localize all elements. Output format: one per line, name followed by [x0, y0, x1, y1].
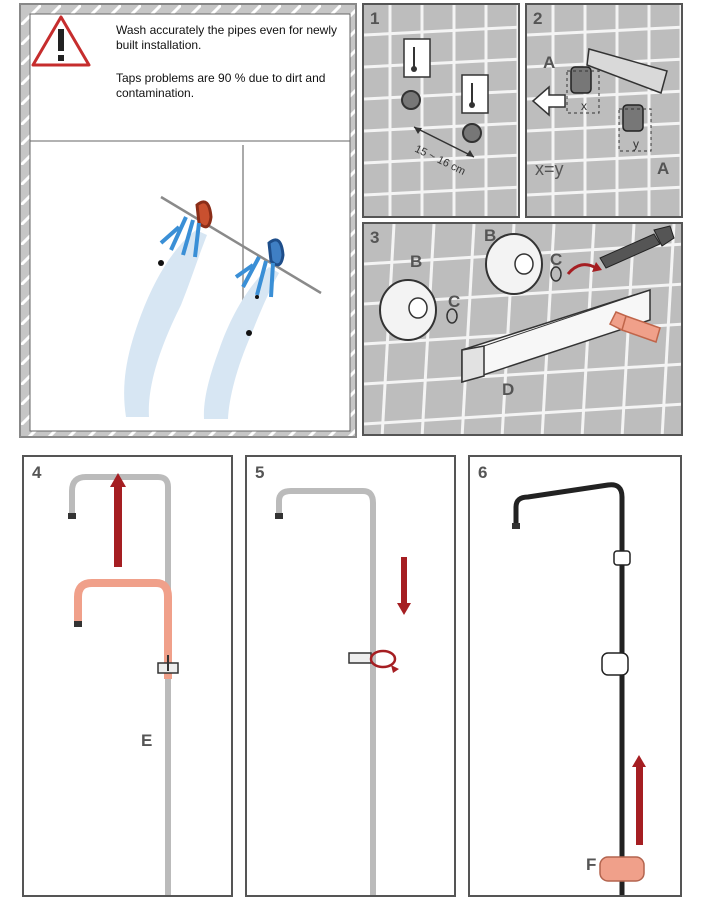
label-b2: B	[484, 226, 497, 245]
wall-flanges	[379, 233, 562, 341]
label-b1: B	[410, 252, 423, 271]
step-number: 3	[370, 228, 380, 247]
eccentric-connectors	[566, 48, 668, 152]
up-arrow-icon	[636, 763, 643, 845]
hatched-frame	[21, 5, 355, 436]
thermometer-icon	[403, 38, 489, 114]
down-arrow-icon	[401, 557, 407, 605]
warning-text: Wash accurately the pipes even for newly…	[116, 23, 355, 119]
step-1-panel: 1 15 ~ 16 cm	[362, 3, 520, 218]
tile-wall-1	[364, 5, 518, 216]
step-5-panel: 5	[245, 455, 456, 897]
step-number: 1	[370, 9, 380, 28]
label-x: x	[581, 99, 587, 113]
wrench-icon	[599, 225, 675, 269]
warning-line-2: Taps problems are 90 % due to dirt and c…	[116, 71, 326, 100]
label-a-top: A	[543, 53, 556, 72]
step-number: 5	[255, 463, 265, 482]
label-c1: C	[448, 292, 461, 311]
shower-column-6	[512, 482, 646, 895]
label-e: E	[141, 731, 153, 750]
step-2-panel: 2 A A x y x=y	[525, 3, 683, 218]
tile-wall-3	[364, 224, 681, 434]
thermostatic-mixer	[461, 288, 651, 384]
up-arrow-icon	[114, 483, 122, 567]
arrow-icon	[608, 311, 661, 343]
step-number: 6	[478, 463, 488, 482]
label-a-bottom: A	[657, 159, 670, 178]
step-3-panel: 3 B B C C D	[362, 222, 683, 436]
slider-bracket	[599, 856, 645, 882]
equation-label: x=y	[535, 159, 564, 179]
tile-wall-2	[527, 5, 681, 216]
shower-column-5	[275, 488, 411, 895]
warning-line-1: Wash accurately the pipes even for newly…	[116, 23, 337, 52]
rotate-arrow-icon	[369, 649, 397, 669]
arrow-icon	[531, 85, 566, 117]
label-d: D	[502, 380, 515, 399]
step-4-panel: 4 E	[22, 455, 233, 897]
step-6-panel: 6 F	[468, 455, 682, 897]
warning-triangle-icon	[31, 15, 91, 67]
rotate-arrow-icon	[566, 263, 597, 275]
label-f: F	[586, 855, 597, 874]
pipe-flush-illustration	[124, 145, 322, 419]
warning-panel: Wash accurately the pipes even for newly…	[19, 3, 357, 438]
step-number: 2	[533, 9, 543, 28]
step-number: 4	[32, 463, 42, 482]
label-y: y	[633, 137, 639, 151]
shower-column-4	[68, 473, 179, 895]
label-c2: C	[550, 250, 563, 269]
